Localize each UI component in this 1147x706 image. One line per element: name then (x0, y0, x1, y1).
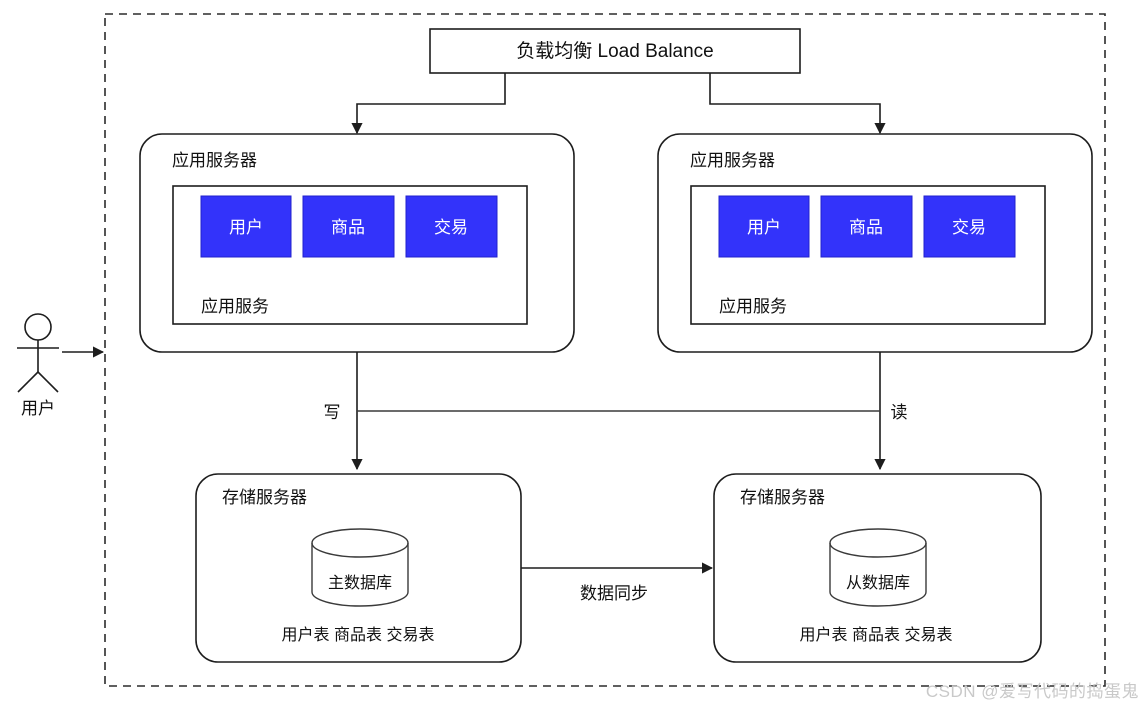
actor-leg-right (37, 371, 59, 393)
database-cylinder-slave (829, 528, 927, 607)
app-server-1[interactable]: 应用服务器 用户 商品 交易 应用服务 (139, 133, 575, 353)
app-server-1-service-trade[interactable] (405, 195, 498, 258)
actor-user (17, 313, 59, 393)
cylinder-top-slave (829, 528, 927, 558)
edge-lb-to-app-server-1 (351, 73, 506, 135)
storage-server-1-title: 存储服务器 (222, 488, 307, 507)
edge-data-sync-label: 数据同步 (580, 584, 648, 603)
app-server-2[interactable]: 应用服务器 用户 商品 交易 应用服务 (657, 133, 1093, 353)
storage-server-2[interactable]: 存储服务器 从数据库 用户表 商品表 交易表 (713, 473, 1042, 663)
edge-lb-to-app-server-2 (709, 73, 886, 135)
app-server-2-inner-label: 应用服务 (719, 297, 787, 316)
app-server-2-title: 应用服务器 (690, 151, 775, 170)
database-cylinder-master (311, 528, 409, 607)
actor-leg-left (17, 371, 39, 393)
cylinder-top-master (311, 528, 409, 558)
load-balancer-box[interactable] (429, 28, 801, 74)
app-server-1-service-trade-label: 交易 (434, 218, 468, 237)
app-server-1-service-product-label: 商品 (331, 218, 365, 237)
app-server-2-service-product[interactable] (820, 195, 913, 258)
storage-server-2-title: 存储服务器 (740, 488, 825, 507)
app-server-1-title: 应用服务器 (172, 151, 257, 170)
storage-server-1-tables: 用户表 商品表 交易表 (282, 626, 435, 644)
edge-write-label: 写 (324, 403, 341, 422)
edge-read-label: 读 (891, 403, 908, 422)
storage-server-2-box[interactable] (713, 473, 1042, 663)
actor-user-label: 用户 (21, 399, 55, 418)
app-server-2-service-user-label: 用户 (747, 218, 781, 237)
app-server-1-inner-label: 应用服务 (201, 297, 269, 316)
system-boundary (104, 13, 1106, 687)
app-server-2-service-trade-label: 交易 (952, 218, 986, 237)
storage-server-1-db-label: 主数据库 (328, 574, 392, 592)
load-balancer-label: 负载均衡 Load Balance (516, 40, 714, 62)
cylinder-body-slave (829, 543, 927, 607)
app-server-1-service-user[interactable] (200, 195, 292, 258)
cylinder-body-master (311, 543, 409, 607)
app-server-2-service-trade[interactable] (923, 195, 1016, 258)
storage-server-2-tables: 用户表 商品表 交易表 (800, 626, 953, 644)
storage-server-1[interactable]: 存储服务器 主数据库 用户表 商品表 交易表 (195, 473, 522, 663)
app-server-2-service-product-label: 商品 (849, 218, 883, 237)
actor-head (24, 313, 52, 341)
app-server-1-service-user-label: 用户 (229, 218, 263, 237)
storage-server-2-db-label: 从数据库 (846, 574, 910, 592)
app-server-1-service-product[interactable] (302, 195, 395, 258)
app-server-2-service-user[interactable] (718, 195, 810, 258)
